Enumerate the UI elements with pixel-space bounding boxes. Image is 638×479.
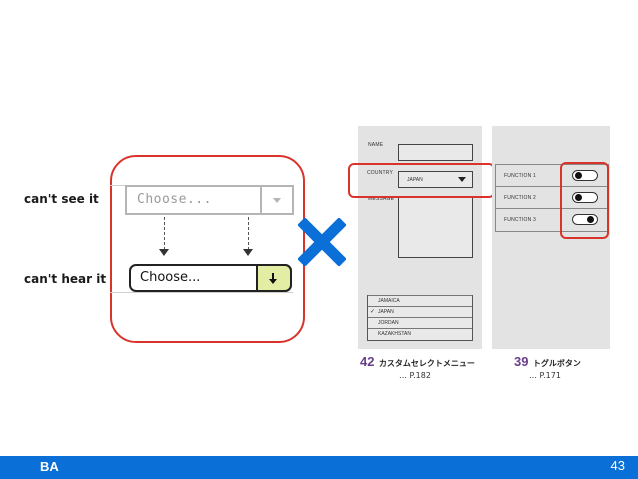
- toggle-switch[interactable]: [572, 214, 598, 225]
- country-value: JAPAN: [407, 177, 423, 183]
- message-textarea[interactable]: [398, 197, 473, 258]
- name-field[interactable]: [398, 144, 473, 161]
- caption-number: 42: [360, 354, 375, 369]
- toggle-list: FUNCTION 1 FUNCTION 2 FUNCTION 3: [495, 164, 609, 232]
- form-mock-caption: 42 カスタムセレクトメニュー: [360, 353, 490, 371]
- gray-select-text: Choose...: [137, 192, 212, 207]
- dark-select[interactable]: Choose...: [129, 264, 292, 292]
- caption-title: カスタムセレクトメニュー: [378, 359, 475, 368]
- dashed-connector-left: [164, 217, 165, 250]
- cross-icon: [298, 218, 346, 266]
- toggle-switch[interactable]: [572, 170, 598, 181]
- cant-hear-label: can't hear it: [24, 272, 107, 286]
- country-highlight-frame: [348, 163, 495, 198]
- name-label: NAME: [368, 142, 384, 148]
- toggle-highlight-frame: [560, 162, 609, 239]
- toggle-label: FUNCTION 2: [504, 195, 536, 201]
- toggle-row: FUNCTION 2: [496, 187, 608, 209]
- row-divider-bottom: [110, 292, 293, 293]
- arrow-down-icon: [243, 249, 253, 256]
- list-item[interactable]: ✓ JAPAN: [368, 306, 472, 317]
- arrow-down-icon: [159, 249, 169, 256]
- cant-see-label: can't see it: [24, 192, 99, 206]
- list-item[interactable]: KAZAKHSTAN: [368, 328, 472, 339]
- country-select[interactable]: JAPAN: [398, 171, 473, 188]
- caption-page-ref: … P.182: [399, 371, 431, 380]
- toggle-row: FUNCTION 1: [496, 165, 608, 187]
- footer-brand: BA: [40, 459, 59, 474]
- toggle-mock-caption: 39 トグルボタン: [514, 353, 614, 371]
- country-label: COUNTRY: [367, 170, 394, 176]
- caption-page-ref: … P.171: [529, 371, 561, 380]
- toggle-switch[interactable]: [572, 192, 598, 203]
- caption-title: トグルボタン: [532, 359, 581, 368]
- toggle-row: FUNCTION 3: [496, 209, 608, 230]
- caret-down-icon: [458, 177, 466, 182]
- arrow-down-icon: [269, 273, 277, 284]
- left-highlight-frame: [110, 155, 305, 343]
- checkmark-icon: ✓: [370, 309, 376, 315]
- gray-select-arrow-box: [260, 187, 292, 213]
- footer-bar: BA 43: [0, 456, 638, 479]
- caption-number: 39: [514, 354, 529, 369]
- gray-select[interactable]: Choose...: [125, 185, 294, 215]
- dark-select-button[interactable]: [256, 264, 292, 292]
- dashed-connector-right: [248, 217, 249, 250]
- form-mock-panel: NAME COUNTRY JAPAN MESSAGE JAMAICA ✓ JAP…: [358, 126, 482, 349]
- list-item[interactable]: JORDAN: [368, 317, 472, 328]
- message-label: MESSAGE: [368, 196, 395, 202]
- toggle-label: FUNCTION 3: [504, 217, 536, 223]
- dark-select-text: Choose...: [140, 270, 201, 285]
- list-item[interactable]: JAMAICA: [368, 295, 472, 306]
- chevron-down-icon: [273, 198, 281, 203]
- toggle-label: FUNCTION 1: [504, 173, 536, 179]
- page-number: 43: [610, 458, 625, 473]
- country-listbox[interactable]: JAMAICA ✓ JAPAN JORDAN KAZAKHSTAN: [367, 295, 473, 341]
